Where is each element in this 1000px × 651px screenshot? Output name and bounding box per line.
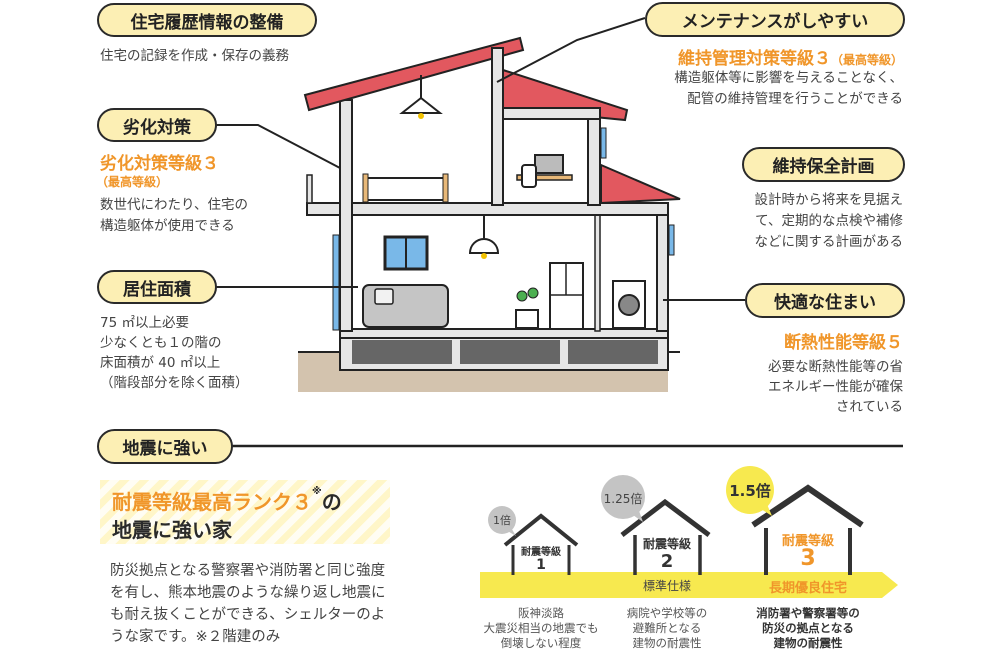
earthquake-paragraph: 防災拠点となる警察署や消防署と同じ強度 を有し、熊本地震のような繰り返し地震に … xyxy=(110,560,386,648)
headline-accent: 耐震等級最高ランク３ xyxy=(112,490,312,514)
maintenance-grade: 維持管理対策等級３（最高等級） xyxy=(678,44,903,69)
desc-line: されている xyxy=(835,399,903,415)
caption-line: 倒壊しない程度 xyxy=(500,636,582,650)
maintenance-desc: 構造躯体等に影響を与えることなく、 配管の維持管理を行うことができる xyxy=(674,68,903,110)
pill-maintenance: メンテナンスがしやすい xyxy=(645,2,905,37)
pill-floor-area: 居住面積 xyxy=(97,270,217,304)
desc-line: 設計時から将来を見据え xyxy=(754,192,904,208)
caption-2: 病院や学校等の 避難所となる 建物の耐震性 xyxy=(597,606,737,651)
paragraph-line: うな家です。※２階建のみ xyxy=(110,629,281,645)
desc-line: 少なくとも１の階の xyxy=(100,335,222,351)
history-desc: 住宅の記録を作成・保存の義務 xyxy=(100,48,289,64)
grade-number-3: 3 xyxy=(800,546,816,571)
desc-line: エネルギー性能が確保 xyxy=(768,379,903,395)
comfort-grade: 断熱性能等級５ xyxy=(784,333,903,353)
multiplier-2: 1.25倍 xyxy=(603,492,643,506)
paragraph-line: を有し、熊本地震のような繰り返し地震に xyxy=(110,585,386,601)
house-grade-1 xyxy=(503,513,579,547)
caption-line: 病院や学校等の xyxy=(626,606,708,620)
desc-line: 数世代にわたり、住宅の xyxy=(100,197,248,213)
caption-line: 阪神淡路 xyxy=(518,606,564,620)
caption-line: 建物の耐震性 xyxy=(773,636,843,650)
desc-line: 構造躯体が使用できる xyxy=(100,218,235,234)
grade-number-1: 1 xyxy=(536,557,546,573)
caption-line: 消防署や警察署等の xyxy=(756,606,860,620)
house-grade-3 xyxy=(751,484,864,528)
arrow-label-2: 標準仕様 xyxy=(642,579,691,593)
caption-line: 建物の耐震性 xyxy=(632,636,702,650)
desc-line: 配管の維持管理を行うことができる xyxy=(687,91,903,107)
desc-line: 必要な断熱性能等の省 xyxy=(768,359,903,375)
main-roof xyxy=(303,36,525,112)
paragraph-line: も耐え抜くことができる、シェルターのよ xyxy=(110,607,386,623)
maintenance-grade-note: （最高等級） xyxy=(830,53,903,67)
caption-line: 防災の拠点となる xyxy=(762,621,854,635)
arrow-label-3: 長期優良住宅 xyxy=(768,581,847,596)
deterioration-grade: 劣化対策等級３ xyxy=(100,154,219,174)
deterioration-grade-note: （最高等級） xyxy=(96,175,169,189)
pill-earthquake: 地震に強い xyxy=(97,429,233,464)
pill-plan: 維持保全計画 xyxy=(742,147,905,182)
caption-line: 大震災相当の地震でも xyxy=(483,621,599,635)
desc-line: て、定期的な点検や補修 xyxy=(755,213,903,229)
pill-comfort: 快適な住まい xyxy=(745,283,905,318)
grade-label-2: 耐震等級 xyxy=(642,537,691,551)
grade-arrow xyxy=(480,572,898,598)
maintenance-grade-text: 維持管理対策等級３ xyxy=(677,49,831,69)
caption-3: 消防署や警察署等の 防災の拠点となる 建物の耐震性 xyxy=(738,606,878,651)
desc-line: （階段部分を除く面積） xyxy=(100,375,249,391)
multiplier-3: 1.5倍 xyxy=(729,482,771,500)
grade-label-3: 耐震等級 xyxy=(781,534,834,549)
earthquake-headline-1: 耐震等級最高ランク３※の xyxy=(112,486,342,515)
plan-desc: 設計時から将来を見据え て、定期的な点検や補修 などに関する計画がある xyxy=(755,190,904,253)
desc-line: 構造躯体等に影響を与えることなく、 xyxy=(674,70,903,86)
floor-area-desc: 75 ㎡以上必要 少なくとも１の階の 床面積が 40 ㎡以上 （階段部分を除く面… xyxy=(100,313,249,393)
headline-tail: の xyxy=(321,490,342,514)
grade-number-2: 2 xyxy=(660,551,674,572)
pill-history: 住宅履歴情報の整備 xyxy=(97,3,317,37)
comfort-desc: 必要な断熱性能等の省 エネルギー性能が確保 されている xyxy=(768,357,903,417)
headline-mark: ※ xyxy=(312,486,322,497)
headline-highlight xyxy=(100,480,390,544)
house-grade-2 xyxy=(620,498,711,537)
paragraph-line: 防災拠点となる警察署や消防署と同じ強度 xyxy=(110,563,386,579)
bed-icon xyxy=(364,177,446,201)
computer-icon xyxy=(534,154,564,174)
caption-1: 阪神淡路 大震災相当の地震でも 倒壊しない程度 xyxy=(471,606,611,651)
multiplier-bubble-3 xyxy=(726,466,774,514)
desc-line: 床面積が 40 ㎡以上 xyxy=(100,355,221,371)
pill-deterioration: 劣化対策 xyxy=(97,108,217,142)
plant-icon xyxy=(515,309,539,329)
desc-line: などに関する計画がある xyxy=(754,234,904,250)
multiplier-bubble-2 xyxy=(601,475,645,519)
caption-line: 避難所となる xyxy=(632,621,702,635)
deterioration-desc: 数世代にわたり、住宅の 構造躯体が使用できる xyxy=(100,195,248,237)
grade-label-1: 耐震等級 xyxy=(521,547,561,558)
desc-line: 75 ㎡以上必要 xyxy=(100,315,189,331)
multiplier-1: 1倍 xyxy=(493,514,511,527)
earthquake-headline-2: 地震に強い家 xyxy=(112,518,232,542)
